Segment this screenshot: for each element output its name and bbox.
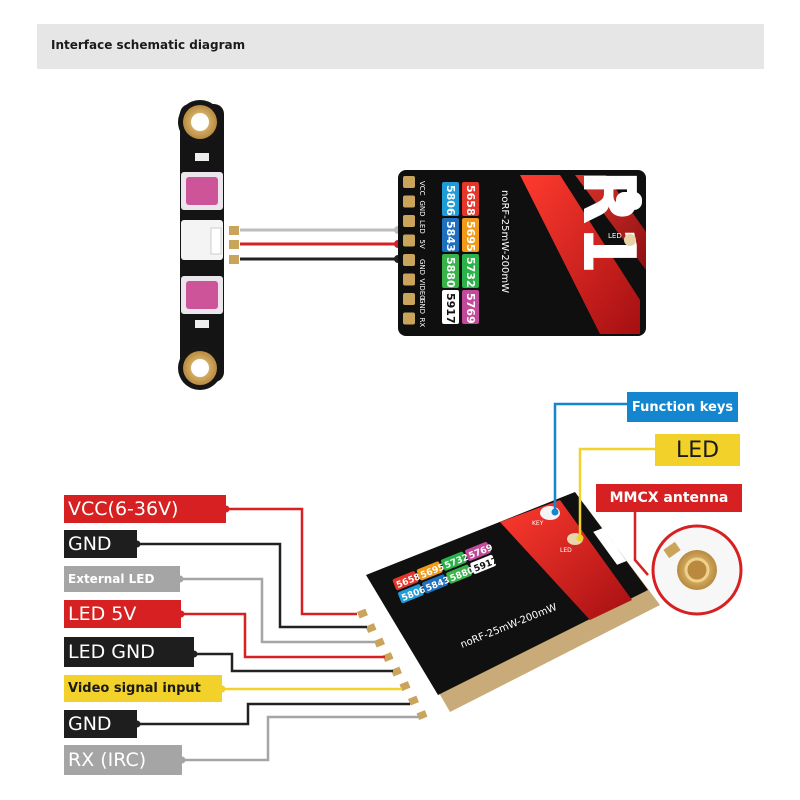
led-indicator-top — [624, 234, 636, 246]
channel-swatch-bottom — [470, 554, 496, 574]
pin-label-gnd-1: GND — [64, 530, 137, 558]
function-keys-label: Function keys — [627, 392, 738, 422]
channel-text: 5880 — [444, 257, 457, 288]
channel-swatch-bottom — [392, 571, 419, 591]
pad-bottom — [382, 652, 394, 662]
channel-swatch-bottom — [397, 584, 424, 604]
pin-label-external-led: External LED — [64, 566, 180, 592]
led-callout-label: LED — [655, 434, 740, 466]
mmcx-antenna-label: MMCX antenna — [596, 484, 742, 512]
channel-swatch — [442, 182, 459, 216]
vtx-model-top: noRF-25mW-200mW — [499, 190, 510, 293]
channel-swatch — [462, 218, 479, 252]
pin-label-gnd-2: GND — [64, 710, 137, 738]
pin-text-top: 5V — [418, 240, 426, 249]
pin-label-led-5v: LED 5V — [64, 600, 181, 628]
pin-label-vcc: VCC(6-36V) — [64, 495, 226, 523]
pad-bottom — [365, 623, 377, 633]
pad-7 — [403, 312, 415, 325]
key-button-top — [616, 192, 642, 210]
channel-swatch — [442, 254, 459, 288]
channel-text: 5806 — [444, 185, 457, 216]
channel-swatch-bottom — [416, 561, 443, 581]
channel-swatch-bottom — [446, 564, 472, 584]
pin-text-top: VIDEO — [418, 279, 426, 302]
led-board — [178, 100, 239, 390]
vtx-logo-top: R1 — [567, 169, 651, 275]
pin-text-top: VCC — [418, 181, 426, 196]
vtx-board-top: R1 noRF-25mW-200mW 5658 5695 5732 5769 5806 5… — [398, 169, 651, 336]
pad-bottom — [407, 695, 419, 706]
channel-swatch — [442, 290, 459, 324]
pin-text-top: LED — [418, 220, 426, 234]
pin-text-top: RX — [418, 318, 426, 328]
pin-text-top: GND — [418, 201, 426, 217]
svg-text:LED: LED — [560, 547, 572, 554]
channel-text: 5658 — [464, 185, 477, 216]
pad-3 — [403, 234, 415, 247]
pin-label-video-input: Video signal input — [64, 675, 222, 702]
pad-bottom — [399, 681, 411, 691]
svg-text:KEY: KEY — [532, 520, 544, 527]
svg-text:LED: LED — [608, 232, 622, 240]
channel-text: 5843 — [444, 221, 457, 252]
svg-text:KEY: KEY — [610, 180, 624, 188]
channel-swatch-bottom — [465, 541, 491, 561]
pad-0 — [403, 176, 415, 188]
pad-1 — [403, 195, 415, 208]
pin-label-led-gnd: LED GND — [64, 637, 194, 667]
led-wires — [240, 226, 402, 263]
page-title: Interface schematic diagram — [51, 38, 246, 52]
channel-text: 5769 — [464, 293, 477, 324]
pin-label-rx: RX (IRC) — [64, 745, 182, 775]
channel-swatch — [462, 254, 479, 288]
pad-2 — [403, 215, 415, 227]
channel-swatch-bottom — [440, 551, 467, 571]
channel-text: 5695 — [464, 221, 477, 252]
channel-text: 5732 — [464, 257, 477, 288]
mmcx-zoom — [651, 524, 743, 616]
channel-swatch-bottom — [422, 574, 448, 594]
channel-text: 5917 — [444, 293, 457, 324]
pad-bottom — [416, 710, 428, 720]
pad-6 — [403, 293, 415, 305]
pin-text-top: GND — [418, 298, 426, 314]
pad-bottom — [373, 637, 385, 648]
channel-swatch — [462, 290, 479, 324]
pad-bottom — [390, 666, 402, 677]
vtx-board-perspective: R1 noRF-25mW-200mW 565856955732576958065… — [356, 492, 694, 720]
channel-swatch — [462, 182, 479, 216]
pin-leader-lines — [133, 505, 420, 764]
pad-5 — [403, 273, 415, 286]
pad-4 — [403, 254, 415, 266]
pin-text-top: GND — [418, 259, 426, 275]
header-bar: Interface schematic diagram — [37, 24, 764, 69]
pad-bottom — [356, 608, 368, 619]
channel-swatch — [442, 218, 459, 252]
